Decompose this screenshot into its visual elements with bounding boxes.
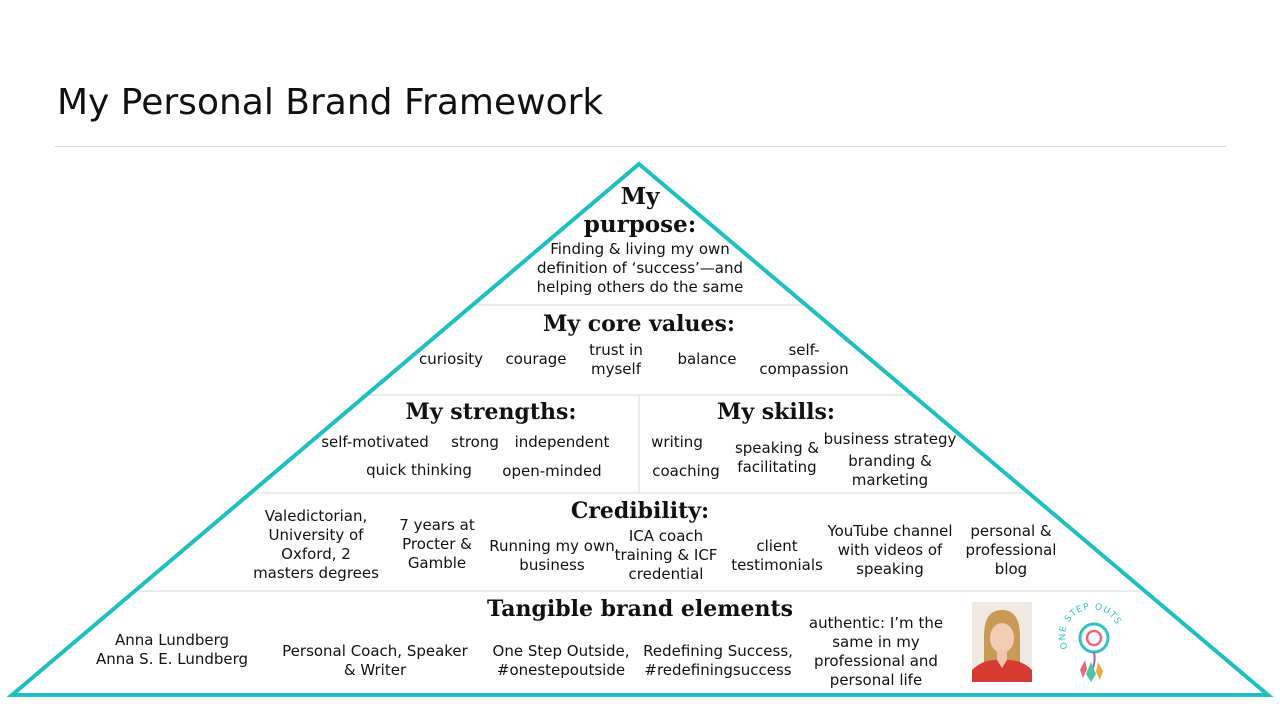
core-value-item: curiosity [418,350,484,368]
purpose-text-line1: Finding & living my own [550,240,730,258]
skill-item: branding & marketing [848,452,932,489]
skills-heading: My skills: [716,399,836,425]
strengths-heading: My strengths: [405,399,577,425]
pyramid-outline [6,161,1274,697]
skill-item: writing [651,433,703,451]
credibility-item: Running my own business [489,537,615,574]
tangible-item-names: Anna Lundberg Anna S. E. Lundberg [95,631,249,668]
skill-item: speaking & facilitating [734,439,820,476]
tangible-item-authentic: authentic: I’m the same in my profession… [808,614,944,689]
tangible-heading: Tangible brand elements [486,596,794,622]
skill-item: coaching [652,462,720,480]
tangible-item-brand: One Step Outside, #onestepoutside [492,642,630,679]
credibility-item: personal & professional blog [965,522,1057,578]
credibility-item: YouTube channel with videos of speaking [827,522,953,578]
credibility-item: 7 years at Procter & Gamble [399,516,475,572]
credibility-item: ICA coach training & ICF credential [614,527,718,583]
slide-title: My Personal Brand Framework [57,82,604,123]
strength-item: open-minded [502,462,602,480]
strength-item: strong [451,433,499,451]
skill-item: business strategy [823,430,957,448]
core-value-item: courage [505,350,567,368]
tangible-item-hashtag: Redefining Success, #redefiningsuccess [643,642,793,679]
purpose-heading-line2: purpose: [583,211,697,238]
strength-item: quick thinking [366,461,472,479]
strength-item: independent [514,433,610,451]
purpose-text-line2: definition of ‘success’—and [536,259,744,277]
one-step-outside-logo: ONE STEP OUTSIDE [1052,593,1134,686]
portrait-photo [972,602,1032,682]
core-value-item: balance [677,350,737,368]
strength-item: self-motivated [321,433,429,451]
purpose-heading-line1: My [620,183,660,210]
credibility-heading: Credibility: [570,498,710,524]
core-value-item: self- compassion [759,341,849,378]
credibility-item: Valedictorian, University of Oxford, 2 m… [253,507,379,582]
purpose-text-line3: helping others do the same [536,278,744,296]
core-value-item: trust in myself [589,341,643,378]
title-divider [55,146,1226,147]
core-values-heading: My core values: [542,311,736,337]
credibility-item: client testimonials [731,537,823,574]
tangible-item-title: Personal Coach, Speaker & Writer [282,642,468,679]
